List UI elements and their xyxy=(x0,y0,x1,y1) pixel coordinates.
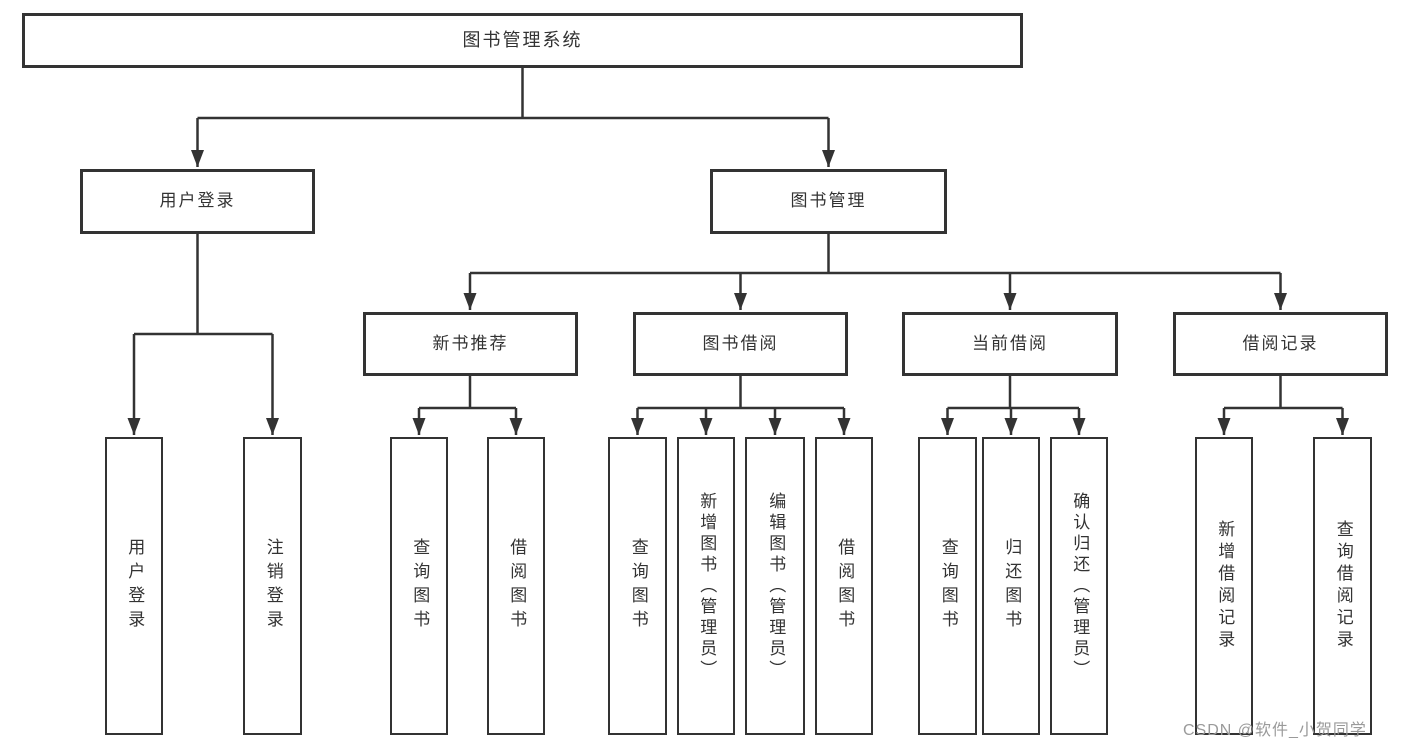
node-borrow-records: 借阅记录 xyxy=(1173,312,1388,376)
leaf-user-login: 用户登录 xyxy=(105,437,163,735)
node-new-book-recommend: 新书推荐 xyxy=(363,312,578,376)
leaf-add-books-admin: 新增图书（管理员） xyxy=(677,437,735,735)
leaf-edit-books-admin: 编辑图书（管理员） xyxy=(745,437,805,735)
leaf-return-books: 归还图书 xyxy=(982,437,1040,735)
node-library-system: 图书管理系统 xyxy=(22,13,1023,68)
leaf-query-books-borrow: 查询图书 xyxy=(608,437,667,735)
leaf-query-books-current: 查询图书 xyxy=(918,437,977,735)
leaf-add-borrow-record: 新增借阅记录 xyxy=(1195,437,1253,735)
node-user-login-group: 用户登录 xyxy=(80,169,315,234)
node-book-management: 图书管理 xyxy=(710,169,947,234)
node-book-borrow: 图书借阅 xyxy=(633,312,848,376)
leaf-borrow-books-recommend: 借阅图书 xyxy=(487,437,545,735)
leaf-logout: 注销登录 xyxy=(243,437,302,735)
leaf-borrow-books: 借阅图书 xyxy=(815,437,873,735)
leaf-query-borrow-record: 查询借阅记录 xyxy=(1313,437,1372,735)
leaf-query-books-recommend: 查询图书 xyxy=(390,437,448,735)
csdn-watermark: CSDN @软件_小贺同学 xyxy=(1183,722,1367,739)
node-current-borrow: 当前借阅 xyxy=(902,312,1118,376)
leaf-confirm-return-admin: 确认归还（管理员） xyxy=(1050,437,1108,735)
